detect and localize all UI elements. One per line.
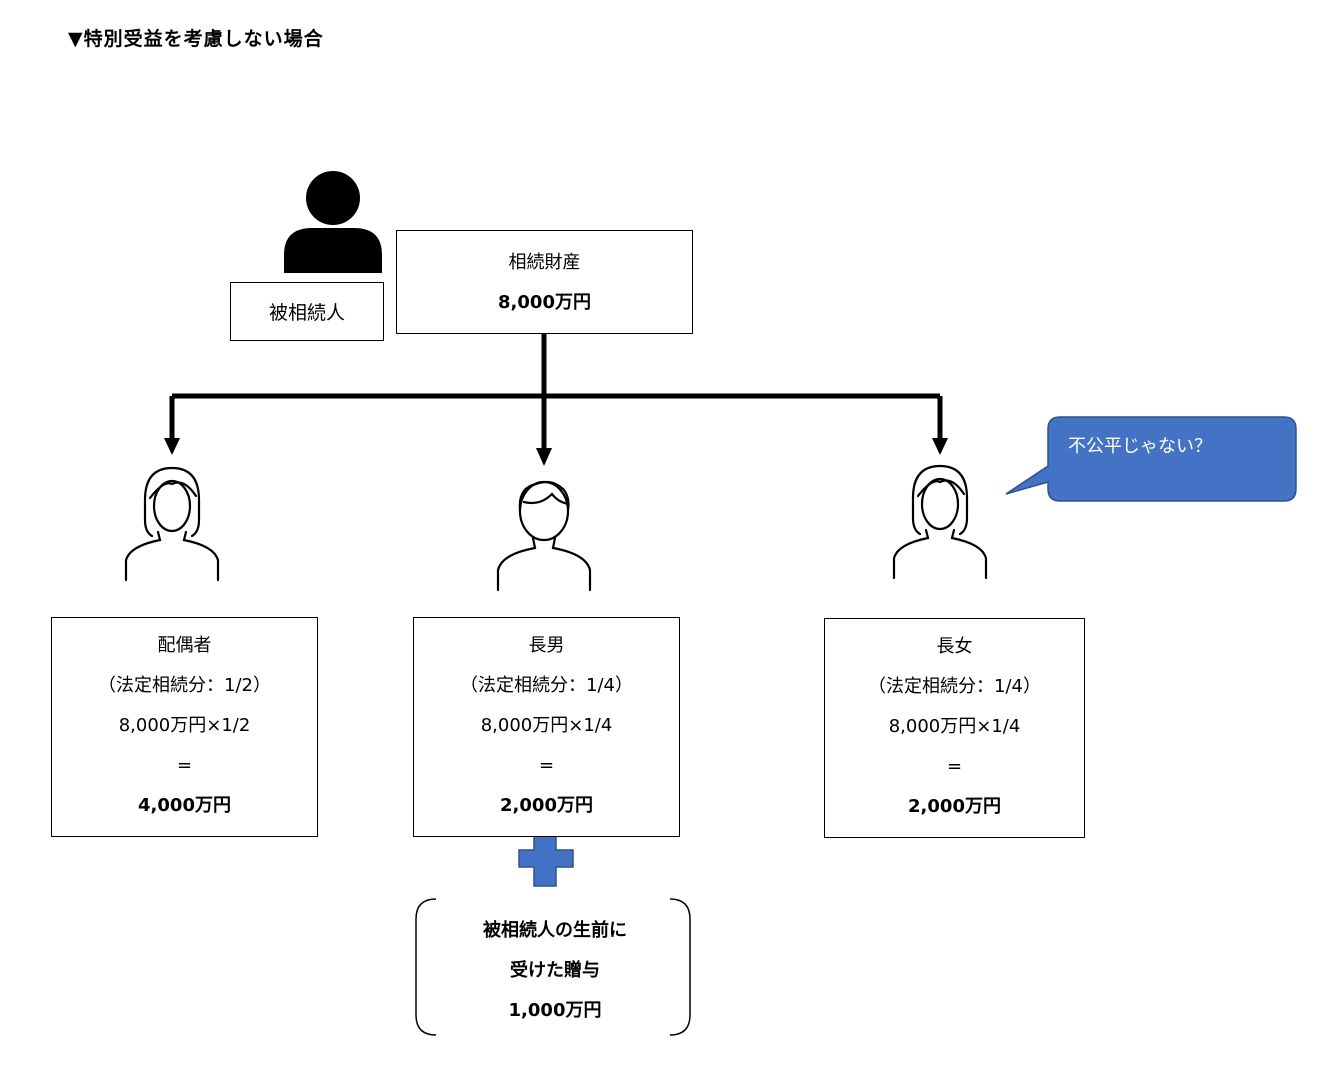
decedent-label: 被相続人 [268,302,345,324]
heir-box-son: 長男 （法定相続分：1/4） 8,000万円×1/4 = 2,000万円 [413,617,680,837]
heir-formula: 8,000万円×1/2 [118,715,251,736]
heir-equals: = [176,755,193,776]
heir-share: （法定相続分：1/4） [460,675,633,696]
speech-bubble-text: 不公平じゃない？ [1068,436,1212,457]
gift-amount: 1,000万円 [508,1000,602,1021]
heir-share: （法定相続分：1/2） [98,675,271,696]
estate-box: 相続財産 8,000万円 [396,230,693,334]
gift-line-1: 被相続人の生前に [483,920,627,941]
gift-line-2: 受けた贈与 [510,960,600,981]
person-silhouette-icon [284,171,382,273]
heir-formula: 8,000万円×1/4 [480,715,613,736]
plus-icon [518,831,574,887]
heir-result: 4,000万円 [138,795,231,816]
heir-box-spouse: 配偶者 （法定相続分：1/2） 8,000万円×1/2 = 4,000万円 [51,617,318,837]
inheritance-connector [169,334,943,450]
heir-name: 長女 [936,636,973,657]
page-title: ▼特別受益を考慮しない場合 [68,28,324,50]
estate-amount: 8,000万円 [498,292,591,313]
estate-label: 相続財産 [508,252,581,273]
heir-equals: = [946,756,963,777]
woman-outline-icon [892,464,988,580]
heir-result: 2,000万円 [908,796,1001,817]
heir-name: 配偶者 [157,635,212,656]
heir-share: （法定相続分：1/4） [868,676,1041,697]
man-outline-icon [496,480,592,592]
heir-result: 2,000万円 [500,795,593,816]
speech-bubble [1005,416,1297,502]
gift-bracket [415,898,691,1036]
connector-arrowheads [164,438,948,466]
decedent-box: 被相続人 [230,282,384,341]
woman-outline-icon [124,466,220,582]
heir-name: 長男 [528,635,565,656]
lifetime-gift-box: 被相続人の生前に 受けた贈与 1,000万円 [430,903,680,1033]
heir-box-daughter: 長女 （法定相続分：1/4） 8,000万円×1/4 = 2,000万円 [824,618,1085,838]
heir-formula: 8,000万円×1/4 [888,716,1021,737]
heir-equals: = [538,755,555,776]
